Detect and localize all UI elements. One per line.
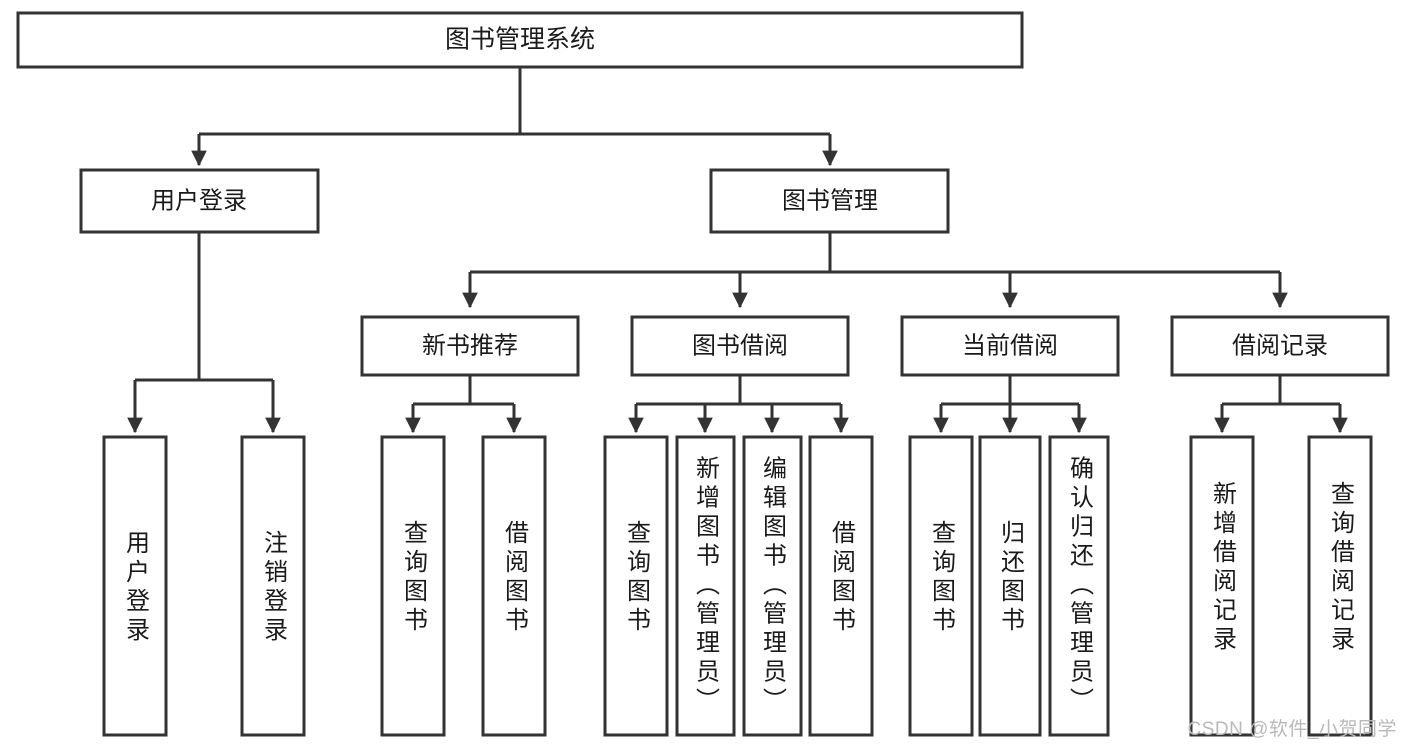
node-new-book-recommend[interactable]: 新书推荐 <box>360 315 580 377</box>
leaf-book-borrow-4[interactable]: 借阅图书 <box>808 435 874 737</box>
node-book-manage-box[interactable] <box>709 168 950 234</box>
leaf-box[interactable] <box>481 435 547 737</box>
leaf-borrow-record-1[interactable]: 新增借阅记录 <box>1189 435 1255 737</box>
leaf-label: 编辑图书（管理员） <box>759 456 787 717</box>
leaf-current-borrow-1[interactable]: 查询图书 <box>908 435 974 737</box>
leaf-box[interactable] <box>1048 435 1110 737</box>
leaf-label: 注销登录 <box>260 530 288 646</box>
node-book-manage-label: 图书管理 <box>782 187 878 214</box>
leaf-label: 查询图书 <box>400 520 428 636</box>
leaf-label: 新增借阅记录 <box>1209 481 1237 655</box>
node-user-login-label: 用户登录 <box>151 187 247 214</box>
leaf-box[interactable] <box>808 435 874 737</box>
leaf-new-book-1[interactable]: 查询图书 <box>380 435 446 737</box>
leaf-box[interactable] <box>908 435 974 737</box>
node-borrow-record[interactable]: 借阅记录 <box>1170 315 1390 377</box>
leaf-user-login-1[interactable]: 用户登录 <box>102 435 168 737</box>
node-borrow-record-label: 借阅记录 <box>1232 332 1328 359</box>
node-user-login[interactable]: 用户登录 <box>79 168 320 234</box>
leaf-box[interactable] <box>675 435 736 737</box>
leaf-label: 新增图书（管理员） <box>692 456 720 717</box>
node-root-box[interactable] <box>16 11 1024 69</box>
leaf-book-borrow-1[interactable]: 查询图书 <box>603 435 669 737</box>
leaf-current-borrow-2[interactable]: 归还图书 <box>978 435 1042 737</box>
leaf-label: 查询图书 <box>928 520 956 636</box>
leaf-box[interactable] <box>603 435 669 737</box>
node-new-book-recommend-box[interactable] <box>360 315 580 377</box>
leaf-box[interactable] <box>1189 435 1255 737</box>
node-current-borrow-label: 当前借阅 <box>962 332 1058 359</box>
leaf-label: 归还图书 <box>997 520 1025 636</box>
node-book-borrow[interactable]: 图书借阅 <box>630 315 850 377</box>
leaf-box[interactable] <box>380 435 446 737</box>
leaf-box[interactable] <box>978 435 1042 737</box>
leaf-box[interactable] <box>240 435 306 737</box>
node-root[interactable]: 图书管理系统 <box>16 11 1024 69</box>
leaf-box[interactable] <box>1307 435 1373 737</box>
node-user-login-box[interactable] <box>79 168 320 234</box>
connectors <box>127 67 1348 434</box>
leaf-box[interactable] <box>742 435 803 737</box>
leaf-borrow-record-2[interactable]: 查询借阅记录 <box>1307 435 1373 737</box>
leaf-label: 借阅图书 <box>828 520 856 636</box>
leaf-label: 借阅图书 <box>501 520 529 636</box>
leaf-new-book-2[interactable]: 借阅图书 <box>481 435 547 737</box>
node-new-book-recommend-label: 新书推荐 <box>422 332 518 359</box>
leaf-book-borrow-3[interactable]: 编辑图书（管理员） <box>742 435 803 737</box>
leaf-current-borrow-3[interactable]: 确认归还（管理员） <box>1048 435 1110 737</box>
leaf-label: 用户登录 <box>122 530 150 646</box>
node-current-borrow-box[interactable] <box>900 315 1120 377</box>
leaf-label: 查询借阅记录 <box>1327 481 1355 655</box>
node-book-borrow-label: 图书借阅 <box>692 332 788 359</box>
node-book-manage[interactable]: 图书管理 <box>709 168 950 234</box>
leaf-book-borrow-2[interactable]: 新增图书（管理员） <box>675 435 736 737</box>
leaf-label: 查询图书 <box>623 520 651 636</box>
leaf-user-login-2[interactable]: 注销登录 <box>240 435 306 737</box>
node-borrow-record-box[interactable] <box>1170 315 1390 377</box>
leaf-box[interactable] <box>102 435 168 737</box>
node-current-borrow[interactable]: 当前借阅 <box>900 315 1120 377</box>
leaf-label: 确认归还（管理员） <box>1066 456 1094 717</box>
node-root-label: 图书管理系统 <box>445 26 595 54</box>
node-book-borrow-box[interactable] <box>630 315 850 377</box>
